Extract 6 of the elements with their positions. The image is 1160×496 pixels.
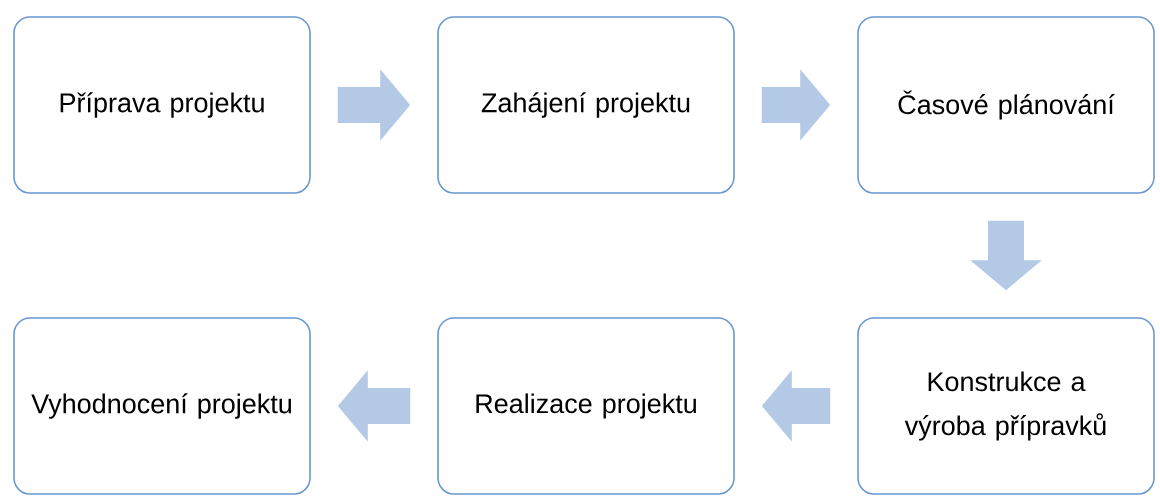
process-box: Časové plánování bbox=[857, 16, 1155, 194]
process-box: Konstrukce a výroba přípravků bbox=[857, 317, 1155, 495]
process-box: Příprava projektu bbox=[13, 16, 311, 194]
process-box: Vyhodnocení projektu bbox=[13, 317, 311, 495]
process-box: Zahájení projektu bbox=[437, 16, 735, 194]
process-box: Realizace projektu bbox=[437, 317, 735, 495]
